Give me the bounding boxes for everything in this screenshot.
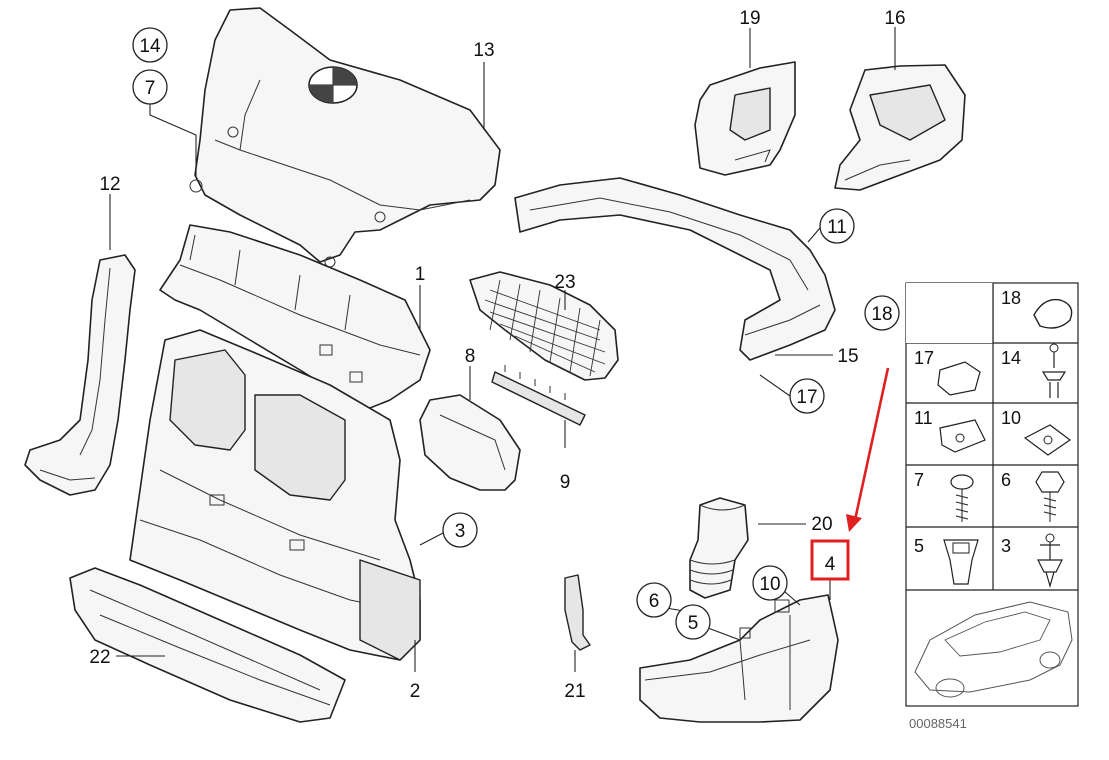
part-4-lower-air-duct: [639, 594, 839, 723]
part-21-clip: [564, 574, 591, 651]
car-silhouette-icon: [914, 601, 1073, 698]
legend-label-14: 14: [1001, 348, 1021, 368]
part-22-lower-shield: [69, 567, 346, 723]
highlight-callout-4: 4: [810, 367, 890, 581]
callout-9: 9: [560, 472, 571, 493]
callout-11: 11: [827, 217, 847, 238]
callout-22: 22: [89, 647, 110, 668]
callout-circle-10: [752, 565, 788, 601]
spring-clip-icon: [937, 361, 981, 396]
callout-circle-18: [864, 295, 900, 331]
part-19-bracket-panel: [694, 61, 796, 176]
legend-label-18: 18: [1001, 288, 1021, 308]
legend-label-10: 10: [1001, 408, 1021, 428]
catalog-number: 00088541: [909, 716, 967, 731]
u-nut-icon: [939, 419, 986, 453]
callouts: 14 7 13 1 12 8 23 9 3 2 22 21 19 16 11 1…: [89, 8, 905, 702]
callout-2: 2: [410, 681, 421, 702]
callout-6: 6: [649, 591, 660, 612]
part-23-grille: [469, 271, 619, 381]
callout-circle-6: [636, 582, 672, 618]
legend-label-6: 6: [1001, 470, 1011, 490]
leader-lines: [109, 27, 896, 672]
part-13-upper-cover: [189, 7, 501, 268]
callout-1: 1: [415, 264, 426, 285]
callout-8: 8: [465, 346, 476, 367]
part-2-radiator-shroud: [129, 329, 421, 661]
callout-circle-7: [132, 69, 168, 105]
callout-3: 3: [455, 521, 466, 542]
part-8-bracket: [419, 394, 521, 491]
callout-circle-14: [132, 27, 168, 63]
callout-18: 18: [871, 304, 892, 325]
expansion-rivet-icon: [1037, 540, 1063, 589]
part-12-side-duct: [24, 254, 136, 496]
callout-circle-17: [789, 378, 825, 414]
legend-label-3: 3: [1001, 536, 1011, 556]
callout-14: 14: [139, 36, 161, 57]
fastener-legend-table: 18 17 14 11 10 7 6 5 3: [905, 282, 1079, 707]
callout-16: 16: [884, 8, 905, 29]
callout-19: 19: [739, 8, 760, 29]
legend-label-7: 7: [914, 470, 924, 490]
legend-label-17: 17: [914, 348, 934, 368]
grommet-icon: [1033, 298, 1073, 329]
red-arrow-head-icon: [846, 514, 862, 532]
callout-21: 21: [564, 681, 585, 702]
callout-20: 20: [811, 514, 832, 535]
callout-15: 15: [837, 346, 858, 367]
callout-13: 13: [473, 40, 494, 61]
legend-label-11: 11: [914, 408, 933, 428]
push-rivet-icon: [1041, 350, 1067, 398]
callout-5: 5: [688, 613, 699, 634]
callout-7: 7: [145, 78, 156, 99]
screw-7-icon: [950, 474, 974, 490]
part-16-air-guide: [834, 64, 966, 191]
callout-23: 23: [554, 272, 575, 293]
part-9-seal-strip: [491, 365, 586, 426]
callout-10: 10: [759, 574, 780, 595]
part-20-bellows: [689, 497, 749, 599]
callout-circle-5: [675, 604, 711, 640]
callout-circle-11: [819, 208, 855, 244]
callout-17: 17: [796, 387, 817, 408]
speed-nut-icon: [1023, 424, 1072, 456]
callout-circle-3: [442, 512, 478, 548]
flange-screw-icon: [1035, 471, 1065, 493]
part-15-large-duct: [514, 177, 836, 361]
callout-12: 12: [99, 174, 120, 195]
legend-label-5: 5: [914, 536, 924, 556]
callout-4: 4: [825, 554, 836, 575]
